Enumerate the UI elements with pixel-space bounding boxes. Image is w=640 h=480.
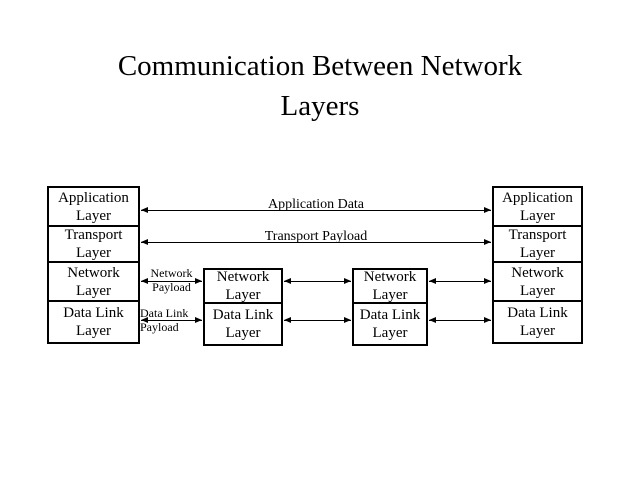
middle-left-data-link-layer-box: Data Link Layer bbox=[203, 302, 283, 346]
left-data-link-layer-box: Data Link Layer bbox=[47, 300, 140, 344]
right-data-link-layer-box: Data Link Layer bbox=[492, 300, 583, 344]
application-data-label: Application Data bbox=[267, 197, 365, 212]
right-application-layer-box: Application Layer bbox=[492, 186, 583, 227]
middle-left-network-layer-box: Network Layer bbox=[203, 268, 283, 304]
network-layer-arrow-right bbox=[429, 278, 491, 284]
left-protocol-stack: Application Layer Transport Layer Networ… bbox=[47, 186, 140, 344]
middle-right-node-stack: Network Layer Data Link Layer bbox=[352, 268, 428, 346]
network-payload-label: Network Payload bbox=[150, 266, 193, 294]
application-data-arrow bbox=[141, 207, 491, 213]
left-transport-layer-box: Transport Layer bbox=[47, 225, 140, 263]
data-link-payload-label: Data Link Payload bbox=[140, 306, 189, 334]
middle-right-data-link-layer-box: Data Link Layer bbox=[352, 302, 428, 346]
middle-right-network-layer-box: Network Layer bbox=[352, 268, 428, 304]
left-network-layer-box: Network Layer bbox=[47, 261, 140, 302]
transport-payload-arrow bbox=[141, 239, 491, 245]
data-link-payload-arrow-left bbox=[141, 317, 202, 323]
page-title-line-1: Communication Between Network bbox=[117, 50, 523, 82]
network-layer-arrow-middle bbox=[284, 278, 351, 284]
right-protocol-stack: Application Layer Transport Layer Networ… bbox=[492, 186, 583, 344]
data-link-layer-arrow-middle bbox=[284, 317, 351, 323]
left-application-layer-box: Application Layer bbox=[47, 186, 140, 227]
transport-payload-label: Transport Payload bbox=[264, 229, 368, 244]
network-payload-arrow-left bbox=[141, 278, 202, 284]
page-title: Communication Between Network Layers bbox=[0, 46, 640, 126]
right-network-layer-box: Network Layer bbox=[492, 261, 583, 302]
data-link-layer-arrow-right bbox=[429, 317, 491, 323]
right-transport-layer-box: Transport Layer bbox=[492, 225, 583, 263]
page-title-line-2: Layers bbox=[280, 90, 360, 122]
middle-left-node-stack: Network Layer Data Link Layer bbox=[203, 268, 283, 346]
